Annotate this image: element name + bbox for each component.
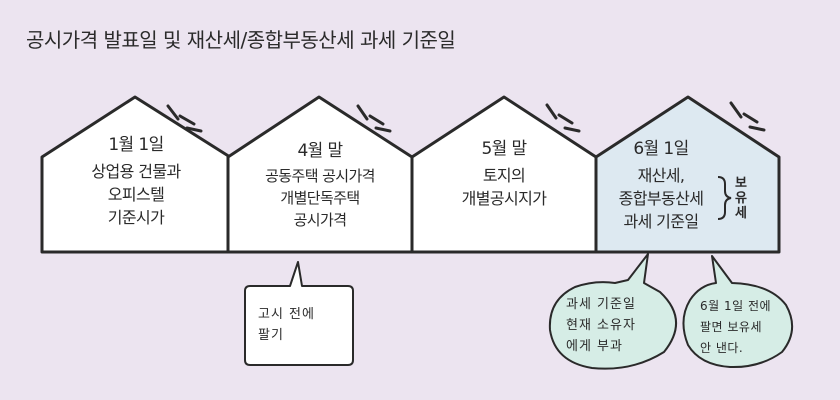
house-apr-end-line: 공시가격: [293, 211, 347, 229]
house-jun-1-line: 과세 기준일: [623, 212, 699, 231]
house-may-end-line: 개별공시지가: [461, 189, 547, 208]
house-apr-end: [226, 95, 414, 254]
house-apr-end-emphasis-lines: [356, 104, 392, 133]
house-apr-end-date: 4월 말: [297, 141, 343, 161]
house-jan-1-line: 기준시가: [107, 208, 165, 227]
note-line: 현재 소유자: [566, 318, 636, 333]
holding-tax-char: 유: [735, 191, 747, 206]
note-line: 팔면 보유세: [700, 320, 763, 334]
house-may-end-text: 5월 말 토지의 개별공시지가: [424, 138, 584, 210]
house-jan-1-line: 상업용 건물과: [91, 162, 181, 181]
note-line: 고시 전에: [258, 307, 315, 322]
house-jun-1-text: 6월 1일 재산세, 종합부동산세 과세 기준일: [602, 138, 720, 233]
note-sell-before-notice: 고시 전에 팔기: [258, 304, 315, 346]
holding-tax-char: 세: [735, 206, 747, 221]
house-jan-1-line: 오피스텔: [107, 185, 165, 204]
note-line: 안 낸다.: [700, 341, 744, 355]
bracket-brace: [717, 176, 732, 220]
house-jun-1-line: 재산세,: [637, 166, 685, 185]
note-line: 팔기: [258, 328, 284, 343]
house-jun-1: [594, 95, 781, 254]
house-apr-end-text: 4월 말 공동주택 공시가격 개별단독주택 공시가격: [236, 140, 404, 231]
note-line: 6월 1일 전에: [700, 299, 772, 313]
house-may-end-line: 토지의: [482, 166, 526, 185]
note-line: 에게 부과: [566, 339, 623, 354]
note-owner-taxed-shape: [548, 253, 678, 370]
house-may-end-emphasis-lines: [545, 103, 581, 133]
house-jun-1-line: 종합부동산세: [618, 189, 704, 208]
note-owner-taxed: 과세 기준일 현재 소유자 에게 부과: [566, 294, 636, 357]
house-jun-1-emphasis-lines: [729, 101, 766, 132]
note-line: 과세 기준일: [566, 297, 636, 312]
house-jun-1-outline: [594, 95, 781, 254]
note-sell-before-june: 6월 1일 전에 팔면 보유세 안 낸다.: [700, 296, 771, 359]
holding-tax-label: 보 유 세: [733, 176, 749, 221]
house-jan-1-text: 1월 1일 상업용 건물과 오피스텔 기준시가: [56, 134, 216, 229]
house-jan-1-date: 1월 1일: [108, 135, 164, 155]
house-jun-1-date: 6월 1일: [633, 139, 689, 159]
house-may-end-date: 5월 말: [481, 139, 527, 159]
page-title: 공시가격 발표일 및 재산세/종합부동산세 과세 기준일: [26, 28, 456, 52]
house-jan-1-emphasis-lines: [166, 104, 203, 133]
note-sell-before-notice-shape: [244, 261, 354, 366]
house-apr-end-line: 개별단독주택: [280, 189, 360, 207]
holding-tax-char: 보: [735, 176, 747, 191]
house-apr-end-line: 공동주택 공시가격: [265, 167, 375, 185]
note-sell-before-june-shape: [682, 255, 793, 369]
